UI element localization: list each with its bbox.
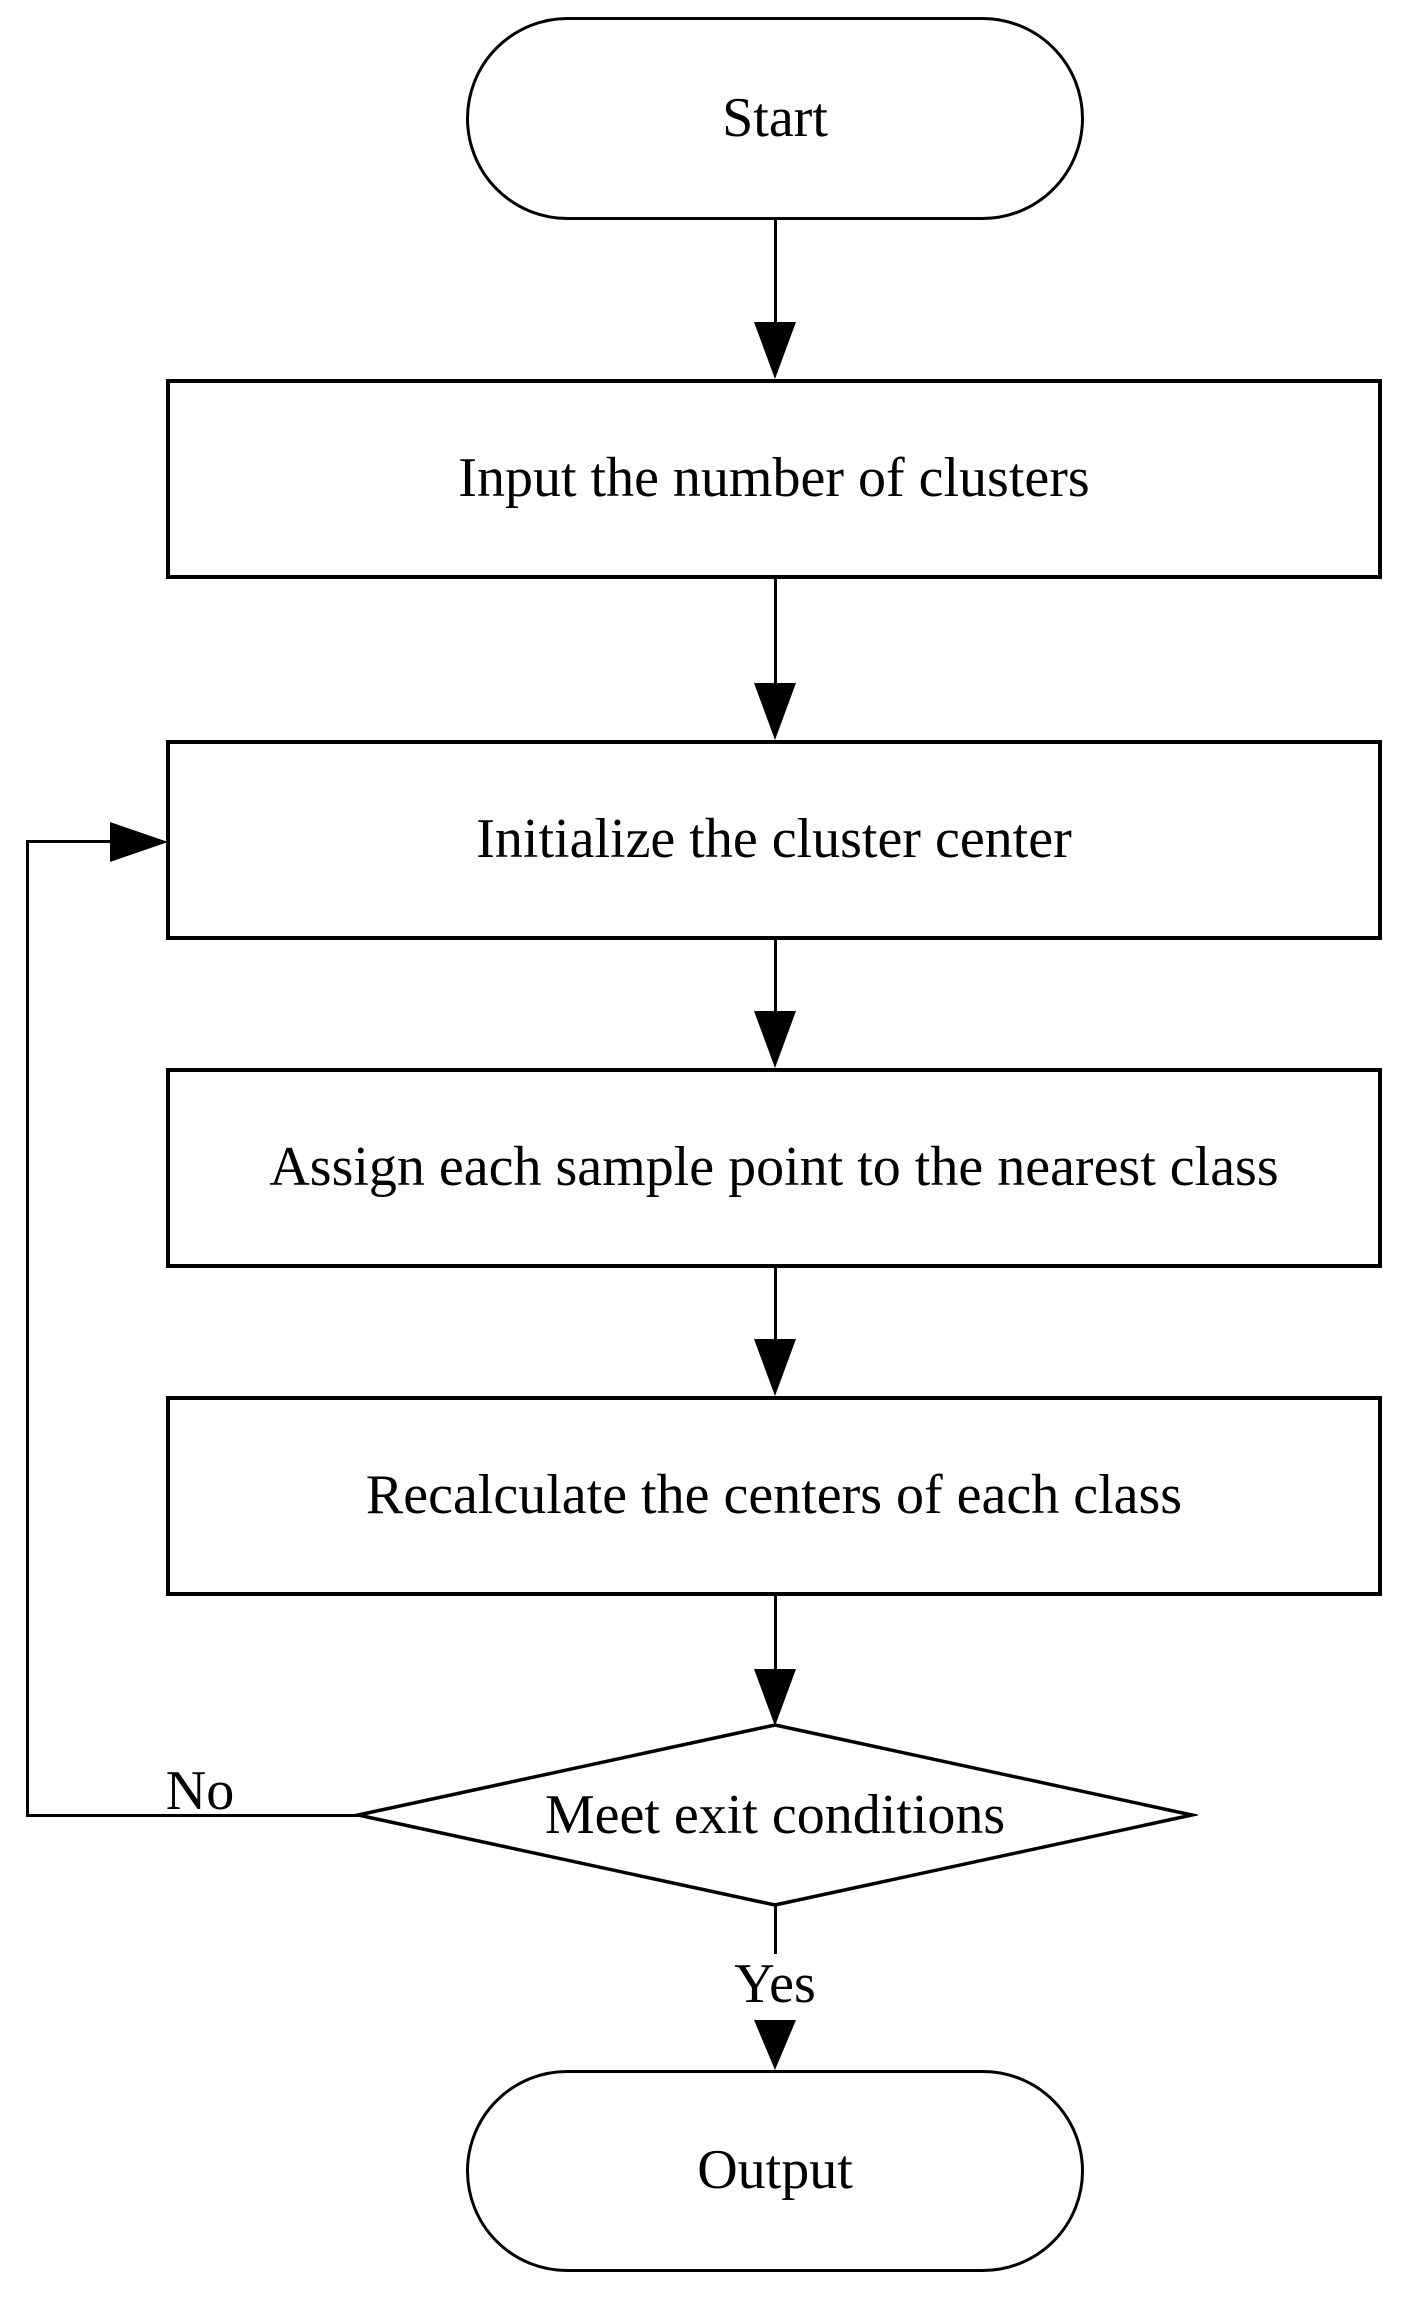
edge-start-to-input-arrowhead bbox=[754, 322, 796, 379]
node-exit-condition-label-wrap: Meet exit conditions bbox=[358, 1726, 1192, 1904]
edge-assign-to-recalc-shaft bbox=[774, 1266, 777, 1342]
node-start: Start bbox=[466, 17, 1084, 220]
node-recalc-centers: Recalculate the centers of each class bbox=[166, 1396, 1382, 1596]
edge-label-no: No bbox=[165, 1760, 235, 1822]
node-output: Output bbox=[466, 2070, 1084, 2272]
edge-init-to-assign-shaft bbox=[774, 938, 777, 1014]
edge-input-to-init-shaft bbox=[774, 577, 777, 685]
edge-input-to-init-arrowhead bbox=[754, 683, 796, 740]
edge-no-vertical-line bbox=[26, 840, 29, 1817]
edge-no-return-arrowhead bbox=[110, 822, 168, 862]
edge-recalc-to-decision-shaft bbox=[774, 1594, 777, 1672]
edge-assign-to-recalc-arrowhead bbox=[754, 1339, 796, 1396]
node-recalc-centers-label: Recalculate the centers of each class bbox=[365, 1464, 1183, 1527]
node-assign-points: Assign each sample point to the nearest … bbox=[166, 1068, 1382, 1268]
edge-yes-shaft bbox=[774, 1903, 777, 1954]
edge-no-return-shaft bbox=[26, 840, 112, 843]
node-init-center-label: Initialize the cluster center bbox=[476, 808, 1072, 871]
edge-no-horizontal-line bbox=[26, 1814, 360, 1817]
node-exit-condition-label: Meet exit conditions bbox=[544, 1784, 1006, 1846]
edge-recalc-to-decision-arrowhead bbox=[754, 1669, 796, 1726]
node-init-center: Initialize the cluster center bbox=[166, 740, 1382, 940]
edge-label-yes: Yes bbox=[734, 1953, 816, 2015]
node-start-label: Start bbox=[722, 86, 828, 149]
node-input-clusters: Input the number of clusters bbox=[166, 379, 1382, 579]
node-input-clusters-label: Input the number of clusters bbox=[458, 447, 1090, 510]
edge-init-to-assign-arrowhead bbox=[754, 1011, 796, 1068]
edge-start-to-input-shaft bbox=[774, 219, 777, 324]
node-output-label: Output bbox=[697, 2139, 853, 2202]
node-assign-points-label: Assign each sample point to the nearest … bbox=[269, 1136, 1279, 1199]
edge-yes-arrowhead bbox=[754, 2020, 796, 2070]
